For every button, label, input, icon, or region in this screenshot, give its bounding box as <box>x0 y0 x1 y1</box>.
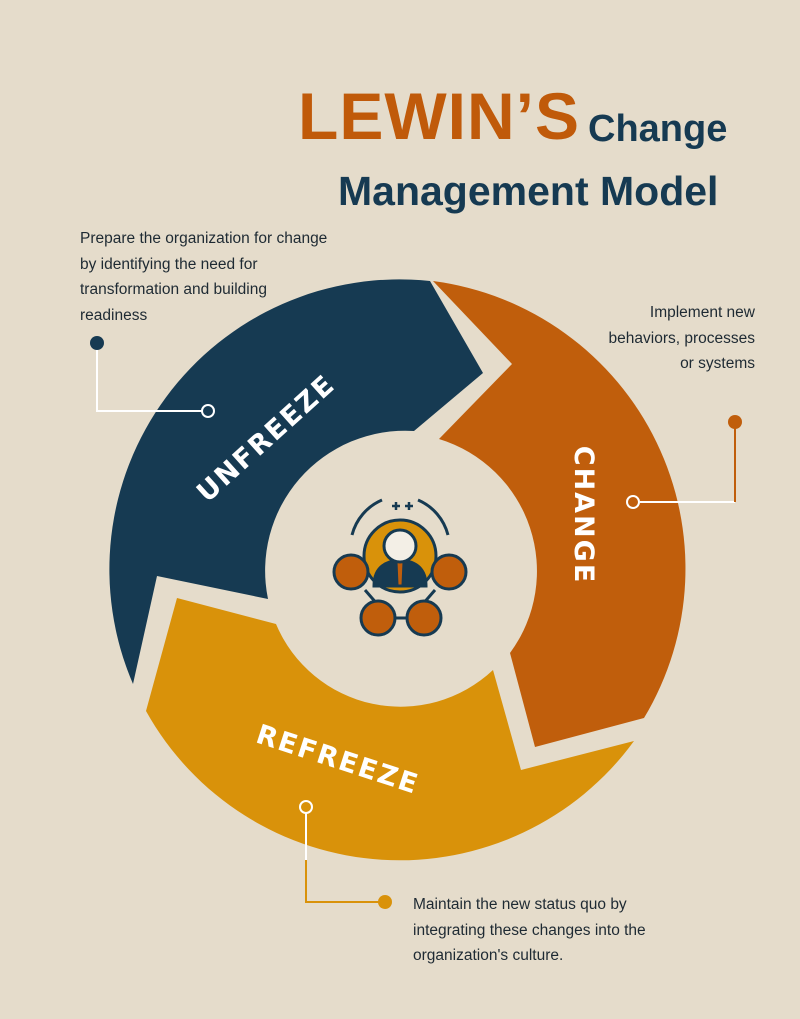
change-description: Implement new behaviors, processes or sy… <box>608 304 755 372</box>
team-leader-icon <box>332 498 468 637</box>
change-label: CHANGE <box>568 446 599 585</box>
unfreeze-description: Prepare the organization for change by i… <box>80 230 328 324</box>
refreeze-description: Maintain the new status quo by integrati… <box>413 896 646 964</box>
refreeze-callout <box>299 800 313 860</box>
unfreeze-dot <box>90 336 104 350</box>
change-dot <box>728 415 742 429</box>
change-callout <box>626 495 735 509</box>
title-lewins: LEWIN’S <box>298 79 580 153</box>
unfreeze-callout <box>96 343 215 418</box>
change-segment <box>433 281 686 747</box>
title-change: Change <box>588 108 728 150</box>
title-management-model: Management Model <box>338 168 719 214</box>
refreeze-segment <box>146 598 634 861</box>
unfreeze-segment <box>109 279 484 684</box>
refreeze-dot <box>378 895 392 909</box>
